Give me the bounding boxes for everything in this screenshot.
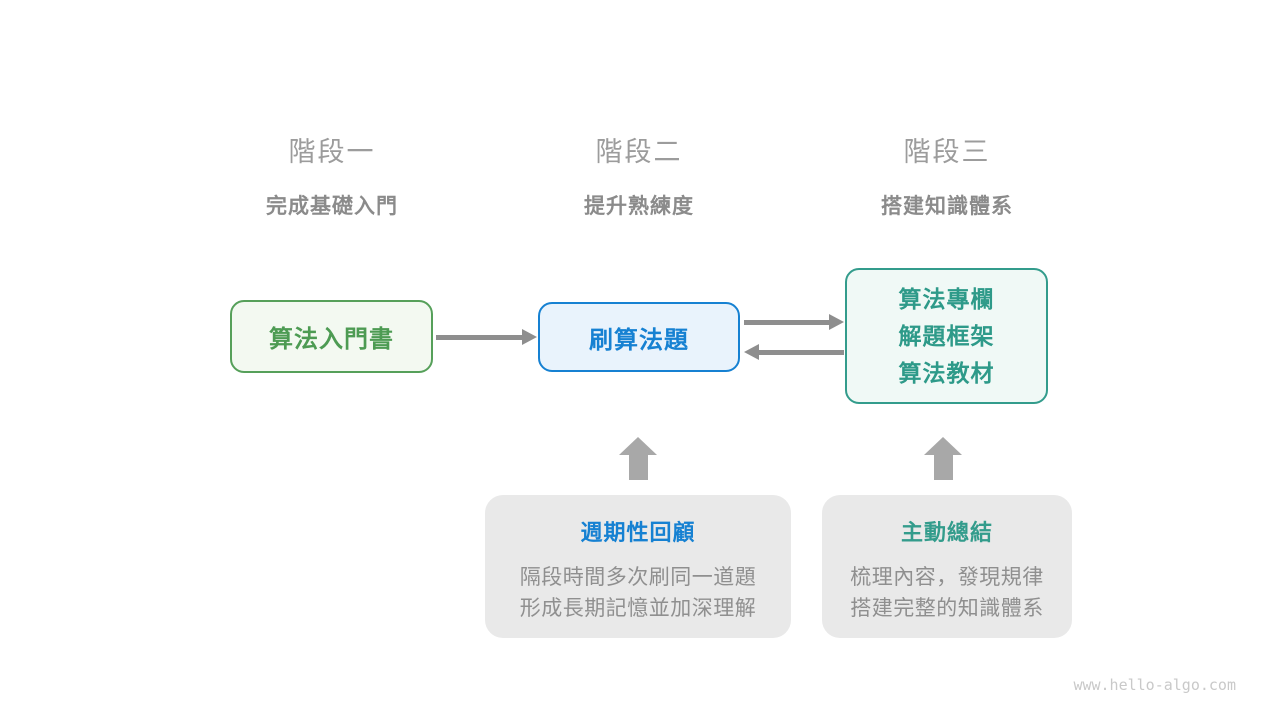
flow-box-intro-book-label: 算法入門書 (269, 326, 394, 353)
note-summary-desc-line-2: 搭建完整的知識體系 (850, 597, 1044, 620)
up-arrow-icon-summary (924, 437, 962, 480)
up-arrow-icon-review (619, 437, 657, 480)
flow-box-advanced-line-1: 算法專欄 (898, 285, 995, 312)
note-review-desc-line-1: 隔段時間多次刷同一道題 (519, 566, 757, 589)
arrow-left-stage3-to-stage2 (744, 344, 844, 360)
flow-box-intro-book: 算法入門書 (230, 300, 433, 373)
stage-column-2: 階段二 提升熟練度 (499, 130, 779, 220)
note-summary-description: 梳理內容，發現規律 搭建完整的知識體系 (822, 562, 1072, 624)
arrow-right-stage2-to-stage3 (744, 314, 844, 330)
arrow-shaft (757, 349, 844, 355)
note-review-desc-line-2: 形成長期記憶並加深理解 (519, 597, 757, 620)
arrow-head-icon (522, 329, 537, 345)
up-arrow-head (619, 437, 657, 455)
note-review-description: 隔段時間多次刷同一道題 形成長期記憶並加深理解 (485, 562, 791, 624)
arrow-head-icon (744, 344, 759, 360)
arrow-head-icon (829, 314, 844, 330)
stage-3-label: 階段三 (903, 137, 991, 167)
flow-box-advanced: 算法專欄 解題框架 算法教材 (845, 268, 1048, 404)
stage-column-1: 階段一 完成基礎入門 (192, 130, 472, 220)
up-arrow-stem (628, 455, 648, 480)
stage-column-3: 階段三 搭建知識體系 (807, 130, 1087, 220)
note-summary-title: 主動總結 (900, 520, 993, 545)
stage-1-subtitle: 完成基礎入門 (266, 195, 398, 218)
up-arrow-stem (933, 455, 953, 480)
arrow-right-stage1-to-stage2 (436, 329, 537, 345)
stage-3-subtitle: 搭建知識體系 (881, 195, 1013, 218)
flow-box-advanced-line-2: 解題框架 (898, 322, 995, 349)
arrow-shaft (744, 319, 831, 325)
note-card-active-summary: 主動總結 梳理內容，發現規律 搭建完整的知識體系 (822, 495, 1072, 638)
note-review-title: 週期性回顧 (580, 520, 696, 545)
stage-2-label: 階段二 (595, 137, 683, 167)
site-watermark: www.hello-algo.com (1073, 676, 1236, 694)
note-card-periodic-review: 週期性回顧 隔段時間多次刷同一道題 形成長期記憶並加深理解 (485, 495, 791, 638)
up-arrow-head (924, 437, 962, 455)
flow-box-advanced-line-3: 算法教材 (898, 359, 995, 386)
note-summary-desc-line-1: 梳理內容，發現規律 (850, 566, 1044, 589)
stage-2-subtitle: 提升熟練度 (584, 195, 694, 218)
stage-1-label: 階段一 (288, 137, 376, 167)
arrow-shaft (436, 334, 524, 340)
flow-box-practice: 刷算法題 (538, 302, 740, 372)
flow-box-practice-label: 刷算法題 (589, 326, 689, 354)
